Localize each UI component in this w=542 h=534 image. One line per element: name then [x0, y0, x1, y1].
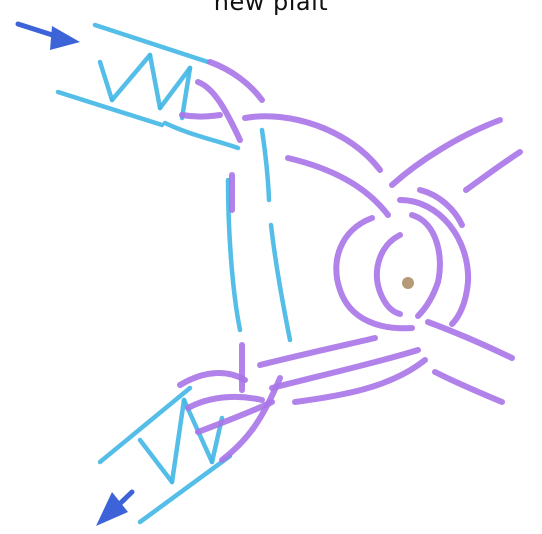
purple-strand	[182, 115, 220, 117]
purple-strand	[260, 338, 375, 365]
purple-strand	[377, 235, 400, 314]
arrow-right-icon	[18, 24, 80, 50]
purple-strand	[188, 397, 262, 408]
purple-strand	[180, 373, 245, 385]
cyan-strand	[172, 400, 184, 482]
arrow-down-left-icon	[96, 492, 132, 526]
cyan-strand	[271, 225, 290, 340]
purple-strand	[428, 322, 512, 358]
cyan-strand	[262, 130, 269, 200]
purple-strand	[412, 215, 440, 316]
top-cyan-fan	[58, 25, 238, 148]
cyan-strand	[165, 123, 238, 148]
vertical-cyan-strands	[228, 130, 290, 340]
cyan-strand	[140, 456, 230, 522]
purple-strand	[435, 372, 502, 402]
cyan-strand	[150, 55, 160, 108]
purple-strand	[466, 152, 520, 190]
cyan-strand	[112, 55, 150, 100]
purple-strand	[288, 158, 388, 215]
cyan-strand	[140, 440, 172, 482]
center-dot	[402, 277, 414, 289]
purple-strand	[198, 82, 240, 140]
cyan-strand	[100, 62, 112, 100]
